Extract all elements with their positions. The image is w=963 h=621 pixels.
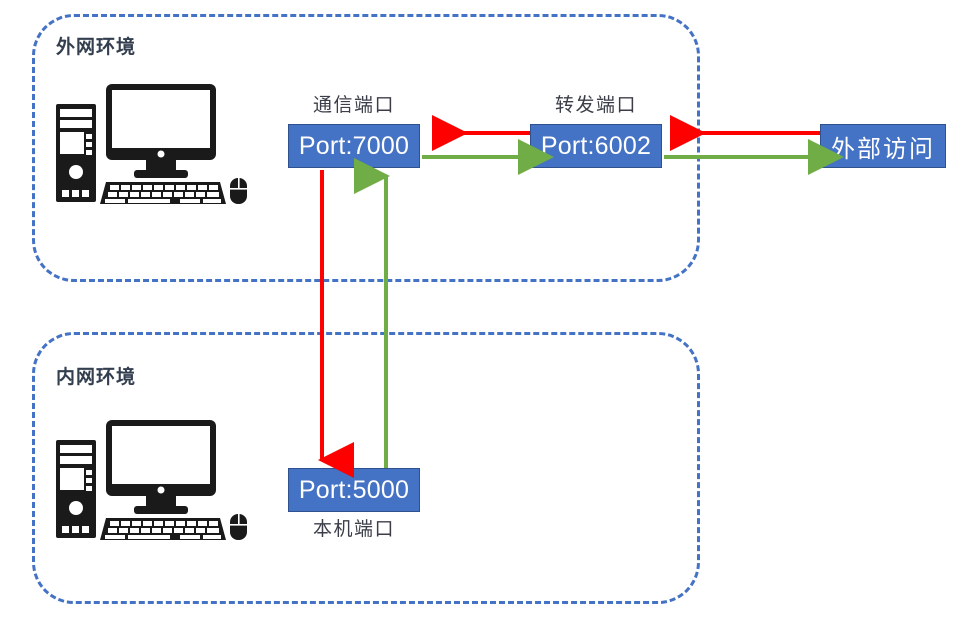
arrow-local-to-comm-green (354, 158, 390, 468)
external-computer-icon (50, 82, 250, 210)
local-port-caption: 本机端口 (312, 519, 395, 540)
local-port-box[interactable]: Port:5000 (288, 468, 420, 512)
zone-external-network-heading: 外网环境 (56, 37, 137, 58)
comm-port-box[interactable]: Port:7000 (288, 124, 420, 168)
arrow-comm-to-forward-green (422, 139, 554, 175)
external-access-box[interactable]: 外部访问 (820, 124, 946, 168)
arrow-comm-to-local-red (318, 170, 354, 478)
forward-port-caption: 转发端口 (554, 95, 637, 116)
zone-internal-network-heading: 内网环境 (56, 367, 137, 388)
arrow-external-to-forward-red (670, 115, 820, 151)
internal-computer-icon (50, 418, 250, 546)
arrow-forward-to-comm-red (432, 115, 530, 151)
arrow-forward-to-external-green (664, 139, 844, 175)
comm-port-caption: 通信端口 (312, 95, 395, 116)
forward-port-box[interactable]: Port:6002 (530, 124, 662, 168)
zone-internal-network (32, 332, 700, 604)
